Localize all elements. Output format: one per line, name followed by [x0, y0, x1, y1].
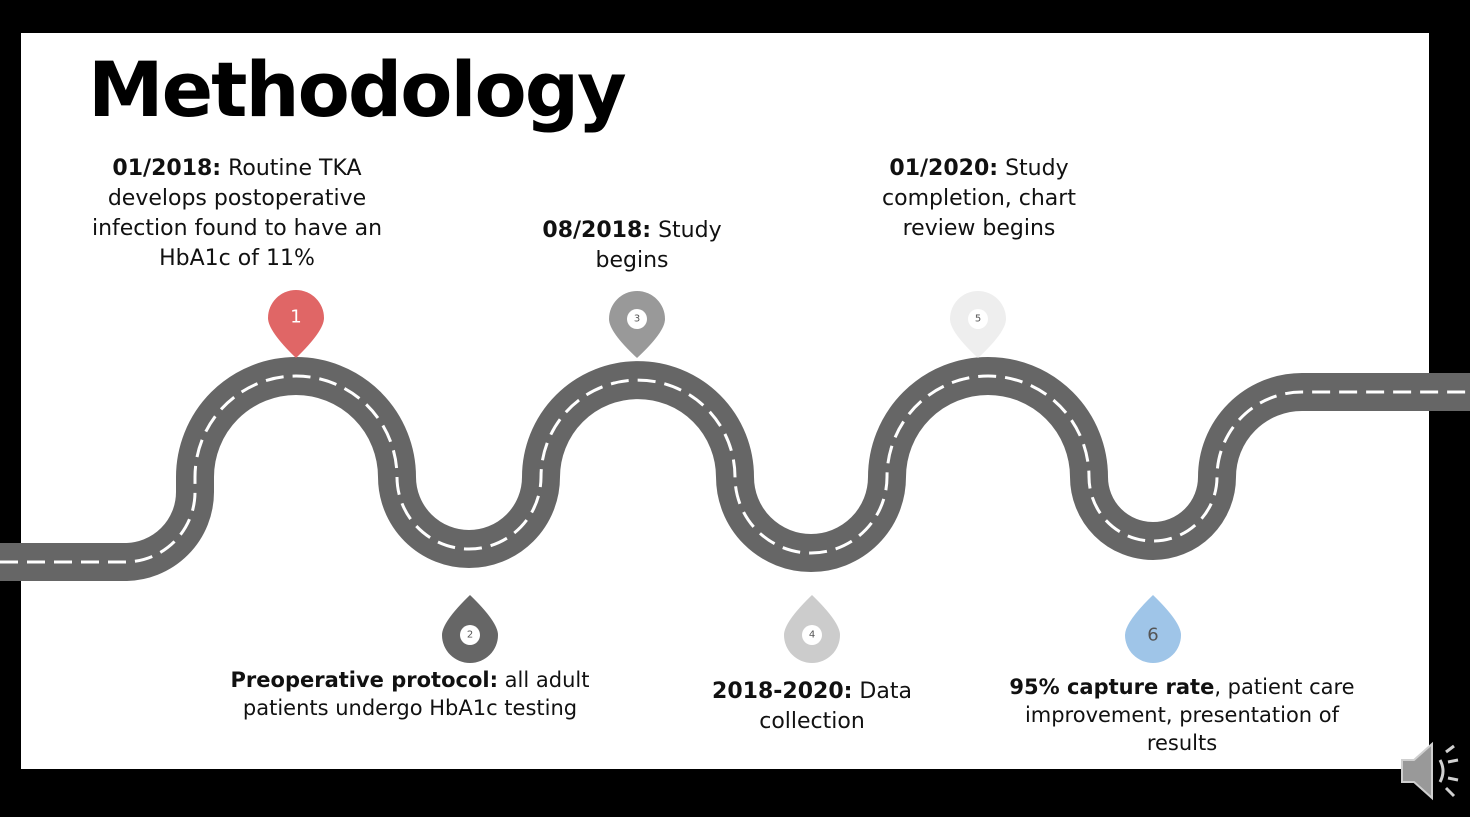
milestone-pin-6: 6 — [1125, 595, 1181, 663]
milestone-number: 4 — [809, 630, 815, 641]
speaker-icon[interactable] — [1398, 738, 1466, 804]
milestone-number: 6 — [1147, 625, 1158, 646]
milestone-date: Preoperative protocol: — [231, 668, 498, 692]
milestone-label-6: 95% capture rate, patient care improveme… — [996, 673, 1368, 757]
milestone-pin-5: 5 — [950, 291, 1006, 358]
milestone-number: 3 — [634, 314, 640, 325]
milestone-pin-4: 4 — [784, 595, 840, 663]
milestone-label-4: 2018-2020: Data collection — [700, 677, 924, 737]
milestone-date: 95% capture rate — [1009, 675, 1214, 699]
milestone-date: 08/2018: — [542, 218, 651, 243]
milestone-label-2: Preoperative protocol: all adult patient… — [222, 666, 598, 722]
milestone-number: 5 — [975, 314, 981, 325]
milestone-date: 2018-2020: — [712, 679, 852, 704]
milestone-pin-1: 1 — [268, 290, 324, 358]
milestone-label-5: 01/2020: Study completion, chart review … — [876, 154, 1082, 244]
milestone-number: 1 — [290, 307, 301, 328]
milestone-date: 01/2018: — [112, 156, 221, 181]
milestone-date: 01/2020: — [889, 156, 998, 181]
milestone-number: 2 — [467, 630, 473, 641]
milestone-label-3: 08/2018: Study begins — [520, 216, 744, 276]
milestone-pin-3: 3 — [609, 291, 665, 358]
milestone-pin-2: 2 — [442, 595, 498, 663]
milestone-label-1: 01/2018: Routine TKA develops postoperat… — [84, 154, 390, 274]
